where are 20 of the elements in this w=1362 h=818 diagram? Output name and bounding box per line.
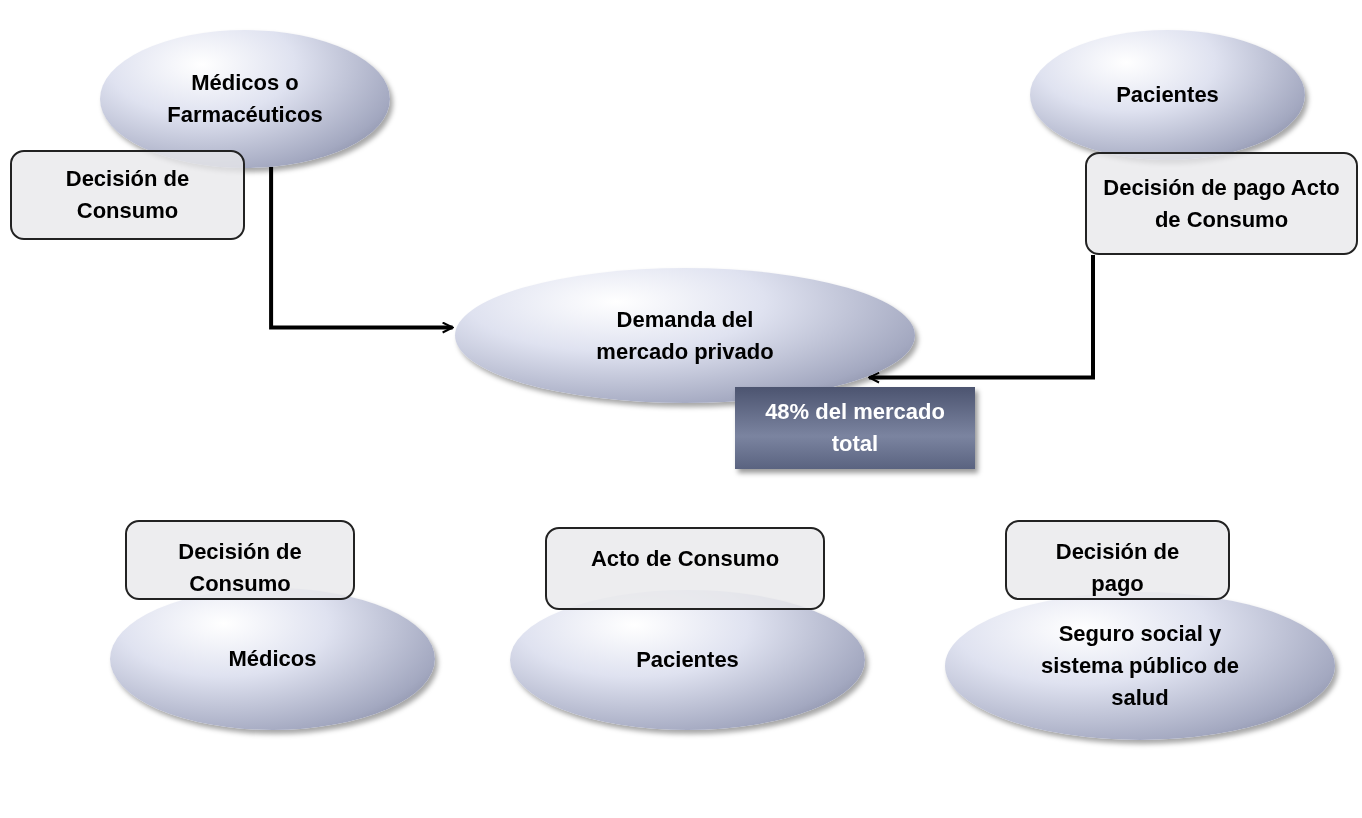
arrow (868, 255, 1095, 384)
rounded-box (545, 527, 825, 610)
rounded-box (1005, 520, 1230, 600)
callout-box (735, 387, 975, 469)
rounded-box (125, 520, 355, 600)
node-label: Decisión de pago (1054, 538, 1181, 598)
node-label: Pacientes (1116, 81, 1219, 110)
node-label: Seguro social y sistema público de salud (1039, 620, 1241, 712)
node-label: Demanda del mercado privado (595, 305, 775, 366)
node-label: 48% del mercado total (764, 398, 946, 458)
node-label: Médicos (228, 645, 317, 674)
node-label: Acto de Consumo (590, 545, 780, 573)
node-label: Decisión de pago Acto de Consumo (1102, 173, 1341, 234)
arrow (269, 166, 454, 334)
node-label: Médicos o Farmacéuticos (166, 69, 324, 129)
node-label: Decisión de Consumo (64, 165, 191, 225)
node-label: Decisión de Consumo (177, 538, 303, 598)
rounded-box (1085, 152, 1358, 255)
node-label: Pacientes (636, 646, 739, 675)
rounded-box (10, 150, 245, 240)
